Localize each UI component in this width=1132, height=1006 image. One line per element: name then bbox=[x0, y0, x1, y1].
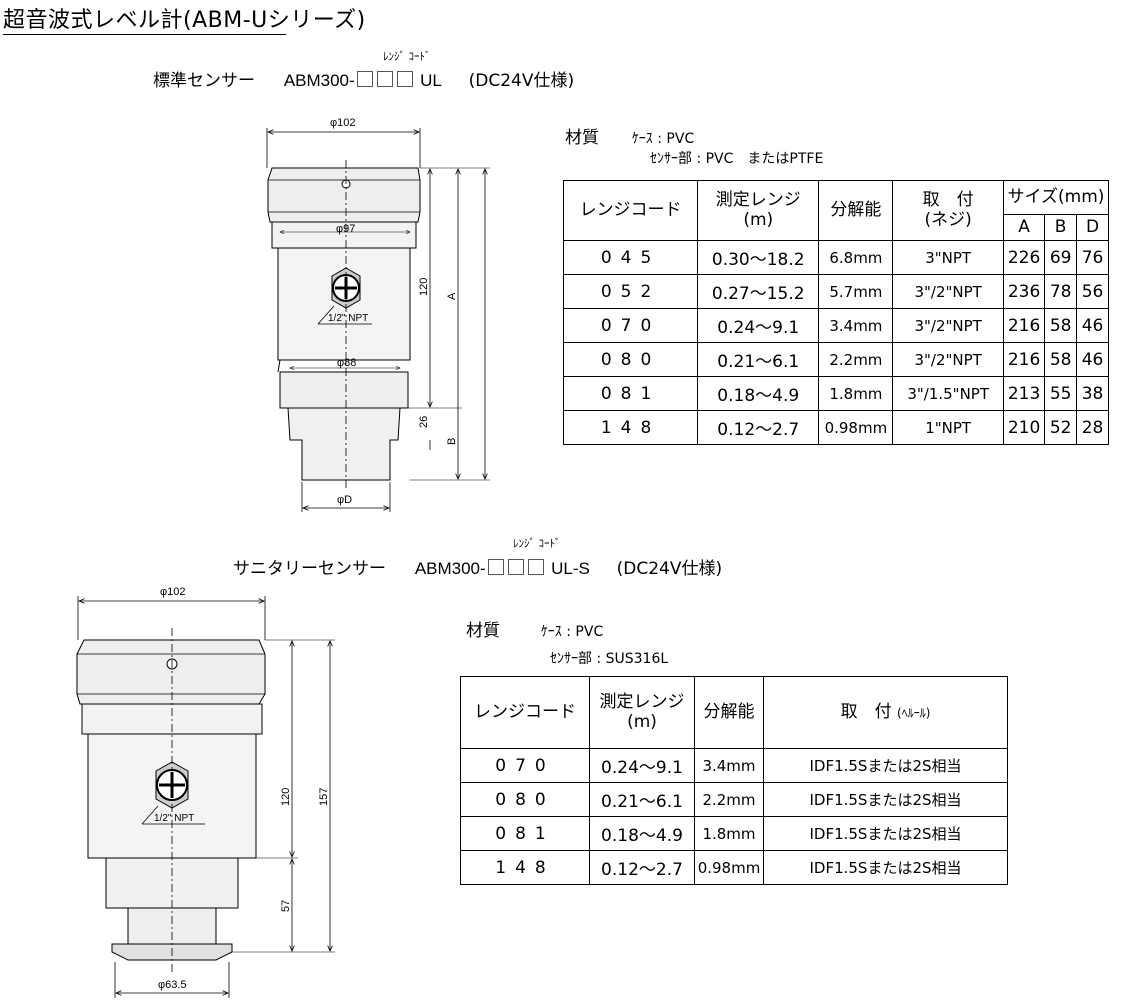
dim-A: A bbox=[446, 292, 458, 300]
header-measure-range: 測定レンジ(m) bbox=[589, 676, 695, 749]
range-code-box bbox=[376, 71, 393, 87]
dim-B: B bbox=[446, 438, 458, 445]
rangecode-label: ﾚﾝｼﾞ ｺｰﾄﾞ bbox=[383, 50, 431, 63]
model-suffix: UL bbox=[420, 71, 442, 90]
model-suffix: UL-S bbox=[551, 559, 590, 578]
model-prefix: ABM300- bbox=[414, 559, 486, 578]
range-code-box bbox=[527, 559, 544, 575]
page-title: 超音波式レベル計(ABM-Uシリーズ) bbox=[3, 8, 366, 33]
dim-157: 157 bbox=[318, 788, 330, 806]
standard-sensor-drawing: φ102 φ97 1/2" NPT φ88 φD 120 A 26 B bbox=[266, 117, 490, 512]
dim-26: 26 bbox=[418, 416, 430, 428]
dim-top-diameter: φ102 bbox=[330, 117, 356, 129]
material-case: ｹｰｽ : PVC bbox=[631, 131, 695, 147]
standard-spec-table: レンジコード 測定レンジ(m) 分解能 取 付(ネジ) サイズ(mm) A B … bbox=[562, 180, 1110, 445]
header-resolution: 分解能 bbox=[694, 676, 764, 749]
material-case: ｹｰｽ : PVC bbox=[540, 624, 604, 640]
port-label: 1/2" NPT bbox=[154, 813, 194, 824]
rangecode-label: ﾚﾝｼﾞ ｺｰﾄﾞ bbox=[513, 537, 561, 550]
model-prefix: ABM300- bbox=[283, 71, 355, 90]
sanitary-model-line: サニタリーセンサー ABM300- UL-S (DC24V仕様) bbox=[233, 554, 722, 579]
header-size-b: B bbox=[1044, 214, 1078, 241]
header-measure-range: 測定レンジ(m) bbox=[697, 180, 820, 241]
title-underline bbox=[3, 34, 286, 35]
model-spec: (DC24V仕様) bbox=[468, 71, 575, 91]
sensor-name: サニタリーセンサー bbox=[233, 559, 386, 579]
dim-120: 120 bbox=[280, 788, 292, 806]
header-mount: 取 付(ネジ) bbox=[892, 180, 1004, 241]
sensor-name: 標準センサー bbox=[153, 71, 255, 91]
range-code-box bbox=[396, 71, 413, 87]
dim-lower-diameter: φ88 bbox=[337, 357, 356, 369]
standard-material-sensor: ｾﾝｻｰ部 : PVC またはPTFE bbox=[650, 151, 824, 167]
sanitary-sensor-drawing: φ102 1/2" NPT φ63.5 120 157 57 bbox=[76, 586, 335, 998]
sanitary-material: 材質 ｹｰｽ : PVC bbox=[466, 616, 603, 641]
header-mount: 取 付 (ﾍﾙｰﾙ) bbox=[763, 676, 1008, 749]
dim-bottom-diameter: φD bbox=[337, 494, 352, 506]
range-code-box bbox=[356, 71, 373, 87]
header-size-d: D bbox=[1076, 214, 1109, 241]
range-code-box bbox=[507, 559, 524, 575]
standard-model-line: 標準センサー ABM300- UL (DC24V仕様) bbox=[153, 66, 574, 91]
dim-57: 57 bbox=[280, 900, 292, 912]
standard-material: 材質 ｹｰｽ : PVC bbox=[565, 123, 694, 148]
header-range-code: レンジコード bbox=[562, 180, 699, 241]
material-label: 材質 bbox=[466, 621, 500, 641]
header-size-a: A bbox=[1002, 214, 1046, 241]
header-size: サイズ(mm) bbox=[1002, 180, 1110, 215]
header-range-code: レンジコード bbox=[460, 676, 590, 749]
sanitary-material-sensor: ｾﾝｻｰ部 : SUS316L bbox=[550, 651, 669, 667]
range-code-box bbox=[487, 559, 504, 575]
header-resolution: 分解能 bbox=[818, 180, 894, 241]
dim-120: 120 bbox=[418, 278, 430, 296]
model-spec: (DC24V仕様) bbox=[616, 559, 723, 579]
material-label: 材質 bbox=[565, 128, 599, 148]
port-label: 1/2" NPT bbox=[328, 313, 368, 324]
dim-top-diameter: φ102 bbox=[160, 586, 186, 598]
dim-bottom-diameter: φ63.5 bbox=[158, 979, 187, 991]
